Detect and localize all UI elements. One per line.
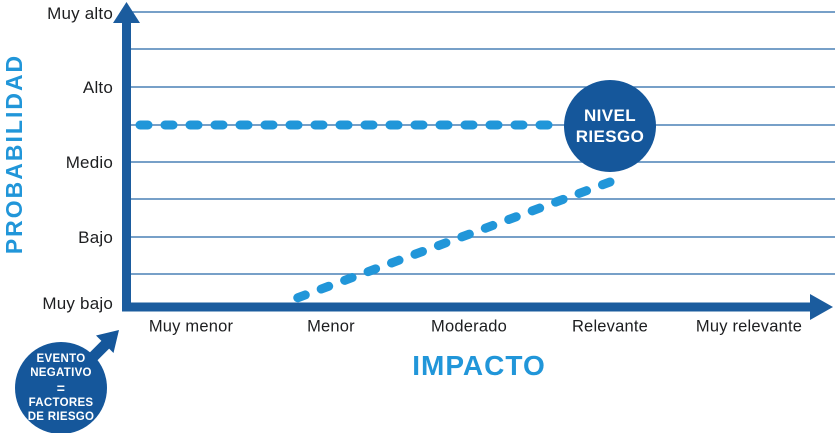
dashed-impact-guide — [292, 177, 615, 303]
event-badge-line: FACTORES — [28, 397, 94, 409]
x-tick-menor: Menor — [307, 317, 355, 336]
y-tick-medio: Medio — [65, 153, 113, 172]
event-badge-line: EVENTO — [36, 352, 86, 365]
risk-bubble-line1: NIVEL — [583, 105, 637, 125]
event-badge-label: EVENTO NEGATIVO = FACTORES DE RIESGO — [28, 352, 95, 424]
event-badge-line: DE RIESGO — [27, 411, 95, 424]
y-tick-muy-alto: Muy alto — [47, 4, 113, 23]
x-tick-muy-relevante: Muy relevante — [695, 317, 803, 336]
y-tick-muy-bajo: Muy bajo — [42, 294, 113, 313]
x-tick-muy-menor: Muy menor — [148, 317, 234, 336]
y-axis-arrow-icon — [113, 2, 140, 23]
risk-bubble-circle — [564, 80, 656, 172]
equals-sign: = — [56, 380, 66, 396]
event-badge-line: NEGATIVO — [30, 366, 92, 379]
y-tick-bajo: Bajo — [78, 228, 113, 247]
x-tick-relevante: Relevante — [571, 317, 649, 336]
event-badge-arrow-icon — [96, 330, 119, 353]
x-axis-arrow-icon — [810, 294, 833, 320]
y-axis-line — [122, 18, 131, 311]
x-tick-moderado: Moderado — [431, 317, 507, 336]
y-axis-title: PROBABILIDAD — [1, 53, 27, 255]
risk-bubble-label: NIVEL RIESGO — [576, 105, 645, 148]
x-axis-line — [122, 302, 812, 312]
x-axis-title: IMPACTO — [412, 350, 546, 381]
y-tick-alto: Alto — [82, 78, 113, 97]
event-badge-circle — [15, 342, 107, 433]
risk-bubble-line2: RIESGO — [575, 127, 645, 146]
